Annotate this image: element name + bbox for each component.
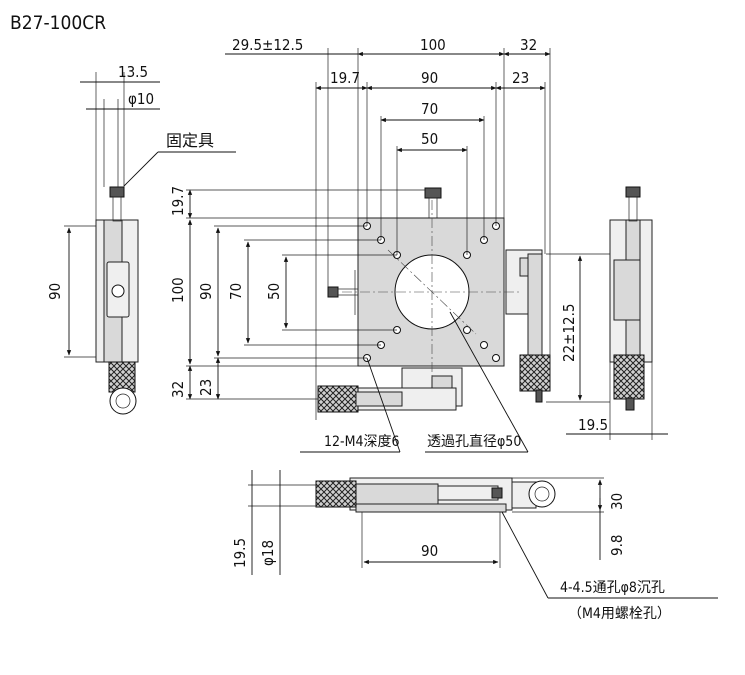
- lock-screw: [109, 186, 125, 198]
- right-view-knob: [613, 354, 645, 400]
- dim-pitch-offset: 19.7: [330, 69, 360, 87]
- dim-bottom-23: 23: [197, 379, 215, 396]
- left-side-view: 90 13.5 φ10 固定具: [46, 63, 236, 415]
- dim-left-offset: 19.7: [169, 186, 187, 216]
- dim-top-overhang: 32: [520, 36, 537, 54]
- dim-right-offset: 19.5: [578, 416, 608, 434]
- dim-height-70: 70: [227, 283, 245, 300]
- top-view: [317, 187, 551, 413]
- top-dimensions: 29.5±12.5 100 32 19.7 90 23 70 50: [225, 36, 551, 420]
- front-view-knob: [528, 480, 556, 508]
- dim-front-width-90: 90: [421, 542, 438, 560]
- dim-hole-span-90: 90: [421, 69, 438, 87]
- dim-side-screw-offset: 13.5: [118, 63, 148, 81]
- dim-top-offset: 29.5±12.5: [232, 36, 303, 54]
- dim-side-screw-dia: φ10: [128, 90, 154, 108]
- dim-hole-span-70: 70: [421, 100, 438, 118]
- label-through-hole: 透過孔直径φ50: [427, 433, 521, 450]
- front-view: 30 9.8 19.5 φ18 90 4-4.5通孔φ8沉孔 （M4用螺栓孔）: [231, 470, 718, 622]
- dim-right-stroke: 22±12.5: [560, 303, 578, 362]
- left-dimensions: 19.7 100 90 70 50 32 23: [169, 186, 425, 400]
- label-tapped-holes: 12-M4深度6: [324, 434, 399, 450]
- dim-micrometer-offset: 23: [512, 69, 529, 87]
- dim-height-90: 90: [197, 283, 215, 300]
- dim-front-height-30: 30: [608, 493, 626, 510]
- dim-hole-span-50: 50: [421, 130, 438, 148]
- dim-front-dia-18: φ18: [259, 540, 277, 566]
- title: B27-100CR: [10, 12, 106, 34]
- dim-height-100: 100: [169, 277, 187, 303]
- dim-front-19-5: 19.5: [231, 538, 249, 568]
- right-side-view: 22±12.5 19.5: [546, 186, 668, 440]
- label-mount-note: （M4用螺栓孔）: [568, 606, 671, 622]
- dim-front-9-8: 9.8: [608, 535, 626, 556]
- front-micrometer-knob: [315, 480, 357, 508]
- dim-bottom-32: 32: [169, 381, 187, 398]
- left-view-knob: [109, 387, 137, 415]
- dim-top-width: 100: [420, 36, 446, 54]
- label-mount-holes: 4-4.5通孔φ8沉孔: [560, 580, 665, 596]
- label-lock: 固定具: [166, 131, 214, 150]
- dim-side-height-90: 90: [46, 283, 64, 300]
- top-view-micrometer-knob: [519, 354, 551, 392]
- bottom-micrometer-knob: [317, 385, 359, 413]
- dim-height-50: 50: [265, 283, 283, 300]
